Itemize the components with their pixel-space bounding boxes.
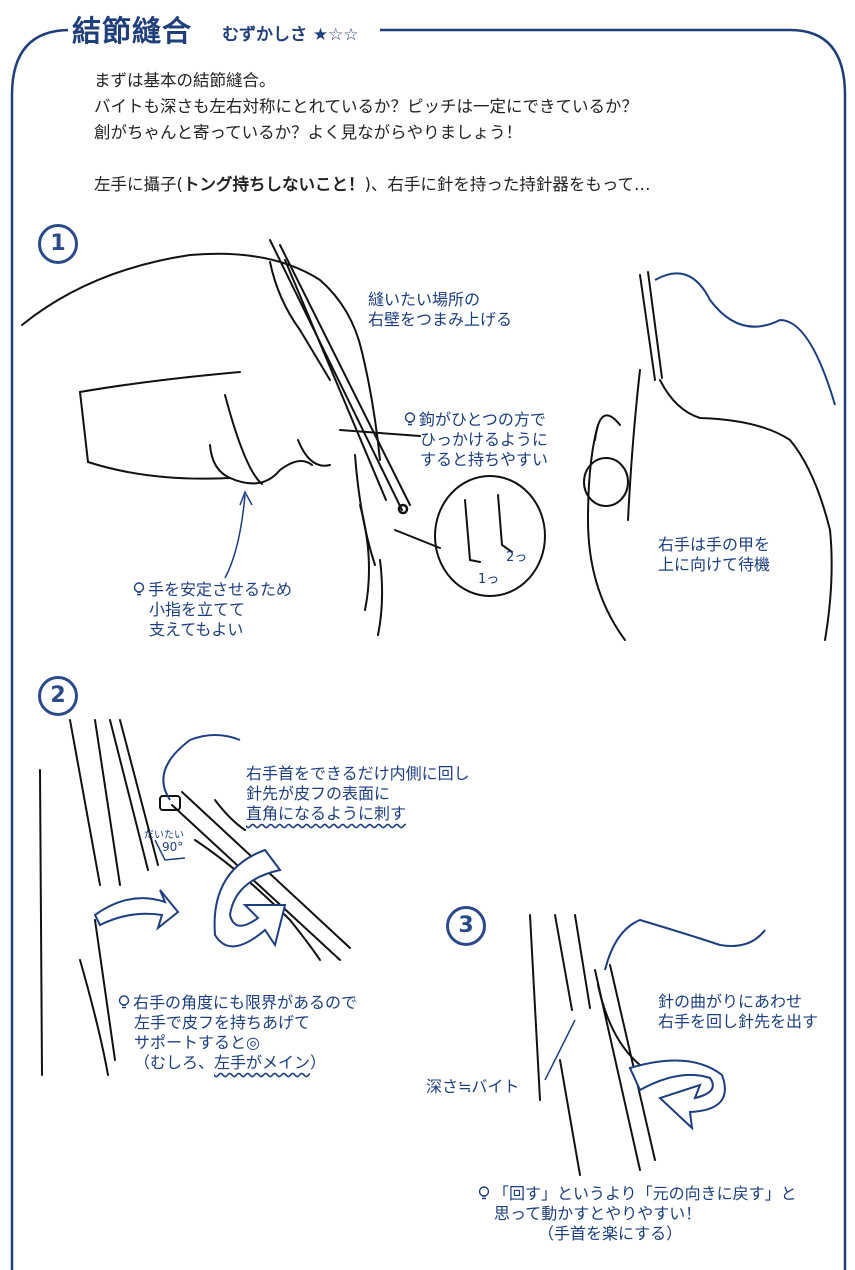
intro-line-4: 左手に攝子(トング持ちしないこと！)、右手に針を持った持針器をもって… [94,175,651,194]
note-rotate-tip: 「回す」というより「元の向きに戻す」と 思って動かすとやりやすい！ （手首を楽に… [478,1184,797,1244]
intro-line-2: バイトも深さも左右対称にとれているか？ピッチは一定にできているか？ [94,97,639,116]
difficulty-rating: むずかしさ ★☆☆ [218,20,363,45]
note-right-hand: 右手は手の甲を 上に向けて待機 [658,535,771,574]
intro-line-1: まずは基本の結節縫合。 [94,71,276,90]
note-grab-wall: 縫いたい場所の 右壁をつまみ上げる [368,290,513,329]
inset-label-1: 1っ [478,572,500,587]
tong-warning: トング持ちしないこと！ [182,175,365,194]
lightbulb-icon [404,412,416,426]
lightbulb-icon [118,995,130,1009]
difficulty-stars: ★☆☆ [312,25,359,45]
note-support-tip: 右手の角度にも限界があるので 左手で皮フを持ちあげて サポートすると◎ （むしろ… [118,993,357,1073]
note-needle-curve: 針の曲がりにあわせ 右手を回し針先を出す [658,992,819,1031]
note-pinky-tip: 手を安定させるため 小指を立てて 支えてもよい [133,580,292,640]
intro-line-3: 創がちゃんと寄っているか？よく見ながらやりましょう！ [94,123,523,142]
angle-value: 90° [162,840,184,854]
angle-label: だいたい [144,830,184,841]
intro-text: まずは基本の結節縫合。 バイトも深さも左右対称にとれているか？ピッチは一定にでき… [94,68,651,198]
note-wrist: 右手首をできるだけ内側に回し 針先が皮フの表面に 直角になるように刺す [246,764,470,823]
lightbulb-icon [478,1186,490,1200]
page-title: 結節縫合 [68,8,197,50]
difficulty-label: むずかしさ [222,25,307,45]
inset-label-2: 2っ [506,550,528,565]
note-depth-bite: 深さ≒バイト [426,1077,520,1096]
lightbulb-icon [133,582,145,596]
step-number-3: 3 [446,906,486,946]
step-number-1: 1 [38,224,78,264]
step-number-2: 2 [38,676,78,716]
note-hook-tip: 鉤がひとつの方で ひっかけるように すると持ちやすい [404,410,548,470]
